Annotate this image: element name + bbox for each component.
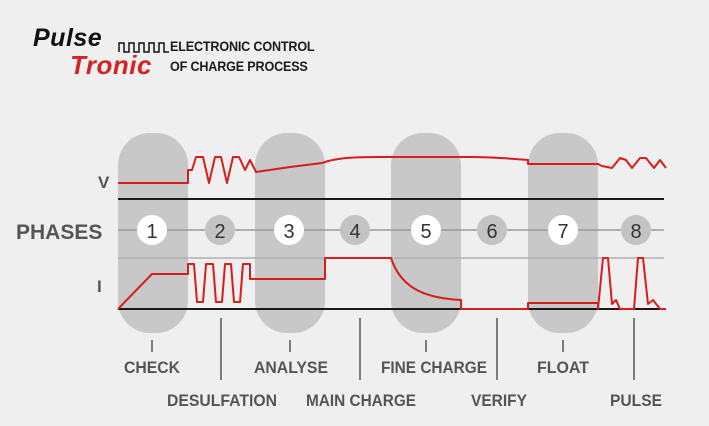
current-curve [117, 257, 666, 310]
logo-tagline-1: ELECTRONIC CONTROL [170, 38, 315, 54]
square-wave-icon [118, 42, 169, 53]
phase-badge-8: 8 [621, 215, 651, 245]
phase-badge-6: 6 [477, 215, 507, 245]
phase-label-main-charge: MAIN CHARGE [306, 391, 416, 410]
logo-tagline-2: OF CHARGE PROCESS [170, 58, 308, 74]
phase-badge-4-circle [340, 215, 370, 245]
phase-label-pulse: PULSE [610, 391, 662, 410]
phase-badge-4: 4 [340, 215, 370, 245]
phase-badge-8-number: 8 [630, 221, 641, 243]
logo-word-tronic: Tronic [70, 50, 152, 80]
phase-badge-5: 5 [411, 215, 441, 245]
phase-badge-5-circle [411, 215, 441, 245]
phase-badge-6-circle [477, 215, 507, 245]
voltage-curve [118, 155, 667, 184]
phase-label-analyse: ANALYSE [254, 358, 328, 377]
phase-label-desulfation: DESULFATION [167, 391, 277, 410]
phase-badge-7: 7 [548, 215, 578, 245]
phase-badge-2: 2 [205, 215, 235, 245]
phase-label-fine-charge: FINE CHARGE [381, 358, 487, 377]
phase-badge-3-circle [274, 215, 304, 245]
phase-badge-2-circle [205, 215, 235, 245]
phase-badge-1-number: 1 [146, 221, 157, 243]
phase-name-labels: CHECK DESULFATION ANALYSE MAIN CHARGE FI… [124, 358, 662, 410]
phase-badge-3-number: 3 [283, 221, 294, 243]
phase-badge-5-number: 5 [420, 221, 431, 243]
phase-badge-8-circle [621, 215, 651, 245]
voltage-axis-label: V [98, 173, 110, 192]
pulsetronic-logo: Pulse Tronic ELECTRONIC CONTROL OF CHARG… [30, 24, 330, 84]
current-axis-label: I [97, 277, 102, 296]
phases-axis-label: PHASES [16, 221, 102, 244]
phase-badge-1: 1 [137, 215, 167, 245]
phase-badge-7-circle [548, 215, 578, 245]
phase-badge-1-circle [137, 215, 167, 245]
phase-badge-2-number: 2 [214, 221, 225, 243]
logo-word-pulse: Pulse [33, 24, 103, 52]
phase-label-check: CHECK [124, 358, 181, 377]
phase-badge-4-number: 4 [349, 221, 360, 243]
phase-label-float: FLOAT [537, 358, 590, 377]
phase-badge-6-number: 6 [486, 221, 497, 243]
phase-label-verify: VERIFY [471, 391, 528, 410]
phase-badge-7-number: 7 [557, 221, 568, 243]
phase-leader-lines [151, 318, 635, 380]
phase-badge-3: 3 [274, 215, 304, 245]
